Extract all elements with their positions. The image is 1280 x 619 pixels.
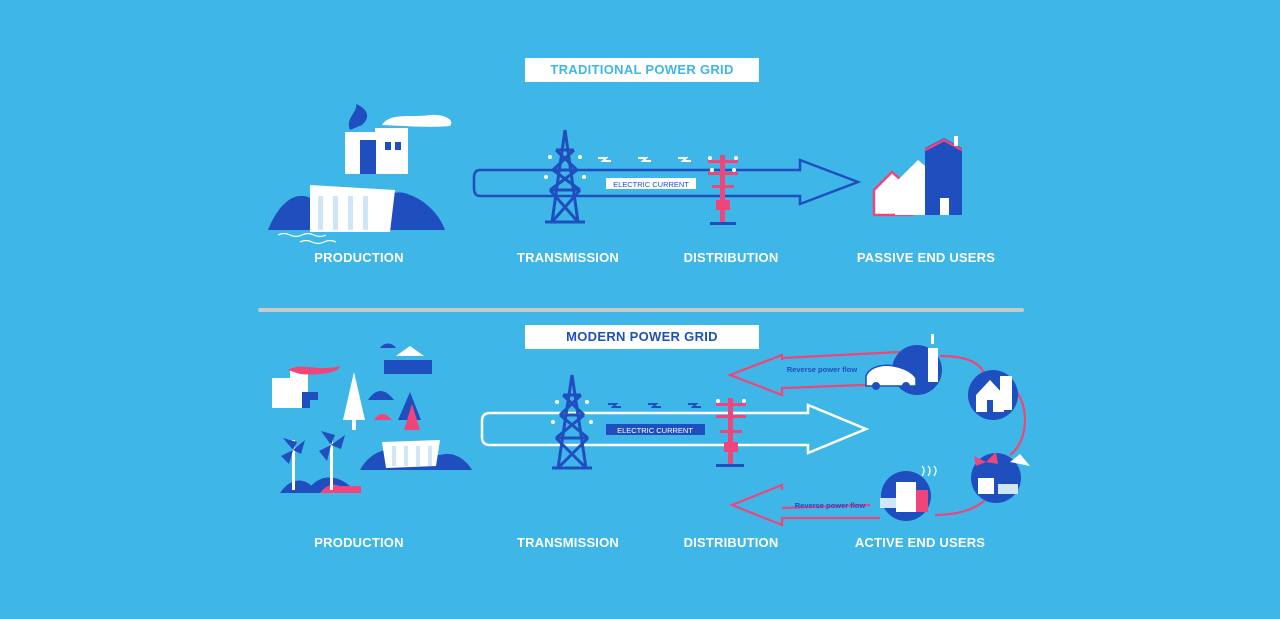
pylon-insulators [544,155,586,179]
traditional-transmission-label: TRANSMISSION [516,250,620,265]
current-label: ELECTRIC CURRENT [613,180,689,189]
modern-distribution-label: DISTRIBUTION [683,535,779,550]
current-label-modern: ELECTRIC CURRENT [617,426,693,435]
solar-home-icon [880,465,937,521]
traditional-production-label: PRODUCTION [314,250,404,265]
reverse-flow-label-top: Reverse power flow [787,365,858,374]
passive-end-users-label: PASSIVE END USERS [856,250,996,265]
current-label-box-modern [606,424,705,435]
renewable-home-icon [971,452,1030,503]
traditional-grid-title: TRADITIONAL POWER GRID [525,58,759,82]
current-arrow-modern [480,403,870,455]
current-label-box [606,178,696,189]
mixed-production-icon [272,343,472,493]
power-plant-icon [268,104,452,245]
flow-dashes-modern [608,403,701,408]
pylon-icon [545,129,585,224]
reverse-arrow-top [726,353,891,397]
utility-pole-icon-modern [716,398,746,467]
smart-home-icon [968,370,1018,420]
ev-charging-icon [865,334,942,395]
pylon-icon-modern [552,374,592,470]
current-arrow [472,158,862,206]
modern-transmission-label: TRANSMISSION [516,535,620,550]
utility-pole-icon [708,155,738,225]
houses-icon [872,136,963,217]
pylon-insulators-modern [551,400,593,424]
traditional-distribution-label: DISTRIBUTION [683,250,779,265]
reverse-flow-label-bottom: Reverse power flow [795,501,866,510]
modern-grid-title: MODERN POWER GRID [525,325,759,349]
active-end-users-label: ACTIVE END USERS [854,535,986,550]
flow-dashes [598,157,691,162]
reverse-arrow-bottom [729,483,880,527]
reverse-flow-path [781,350,1027,517]
modern-production-label: PRODUCTION [314,535,404,550]
